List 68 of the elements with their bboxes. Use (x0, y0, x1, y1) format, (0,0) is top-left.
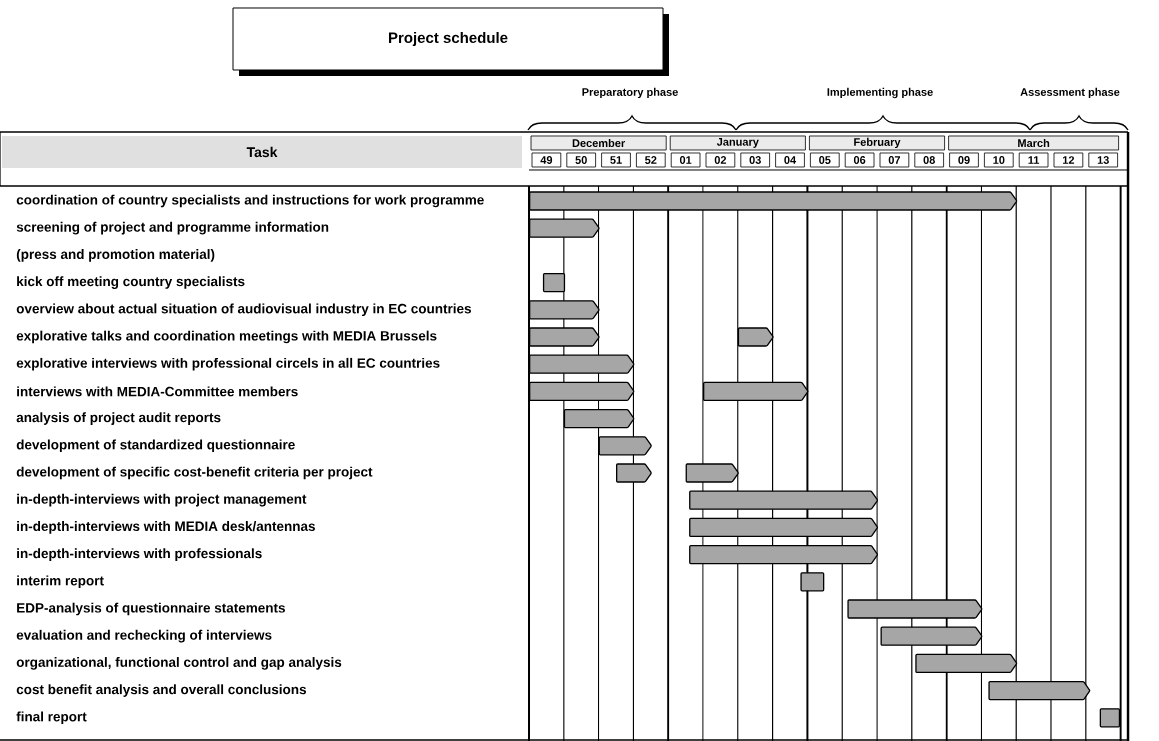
week-number: 04 (775, 152, 805, 168)
task-bar (800, 572, 825, 592)
week-number: 02 (705, 152, 736, 168)
month-header: December (530, 135, 667, 151)
task-bar (737, 327, 774, 347)
week-number: 12 (1053, 152, 1084, 168)
task-bar (529, 218, 600, 238)
task-name: EDP-analysis of questionnaire statements (17, 602, 285, 616)
task-bar (529, 300, 600, 320)
task-name: kick off meeting country specialists (17, 276, 245, 289)
task-name: interim report (17, 575, 104, 589)
week-number: 49 (531, 152, 562, 168)
task-bar (529, 381, 635, 402)
phase-label: Assessment phase (1020, 87, 1120, 99)
phase-label: Implementing phase (827, 87, 933, 99)
task-name: (press and promotion material) (16, 249, 215, 262)
task-bar (542, 272, 566, 293)
task-bar (915, 653, 1018, 674)
week-number: 08 (914, 152, 944, 168)
task-bar (689, 544, 878, 565)
phase-label: Preparatory phase (582, 87, 678, 99)
task-name: interviews with MEDIA-Committee members (17, 386, 298, 397)
task-bar (689, 517, 878, 538)
task-bar (685, 463, 739, 483)
title-box: Project schedule (232, 7, 669, 76)
week-number: 13 (1088, 152, 1118, 168)
task-bar (616, 463, 652, 483)
task-name: explorative talks and coordination meetings with MEDIA Brussels (16, 330, 437, 344)
month-header: January (669, 135, 806, 151)
week-number: 05 (810, 152, 840, 168)
task-name: in-depth-interviews with professionals (17, 548, 262, 561)
task-name: explorative interviews with professional circels in all EC countries (16, 357, 440, 371)
task-name: overview about actual situation of audiovisual industry in EC countries (16, 303, 471, 317)
task-bar (703, 381, 809, 402)
week-number: 07 (879, 152, 910, 168)
task-name: in-depth-interviews with project management (17, 493, 307, 507)
task-bar (689, 490, 878, 510)
task-bar (529, 327, 600, 347)
task-name: development of standardized questionnaire (16, 439, 295, 453)
week-number: 03 (740, 152, 770, 168)
task-bar (1099, 708, 1121, 728)
week-number: 50 (566, 152, 596, 168)
task-name: coordination of country specialists and instructions for work programme (16, 194, 484, 208)
week-number: 51 (601, 152, 631, 168)
task-bar (529, 191, 1018, 211)
task-name: in-depth-interviews with MEDIA desk/antennas (17, 521, 315, 534)
header-cell: Task (2, 136, 522, 168)
week-number: 06 (844, 152, 875, 168)
task-bar (988, 680, 1091, 701)
week-number: 09 (949, 152, 979, 168)
task-bar (598, 436, 652, 456)
task-name: organizational, functional control and gap analysis (16, 657, 342, 670)
task-name: evaluation and rechecking of interviews (16, 629, 272, 643)
task-name: analysis of project audit reports (16, 412, 221, 425)
week-number: 10 (984, 152, 1014, 168)
week-number: 01 (670, 152, 701, 168)
task-name: development of specific cost-benefit criteria per project (16, 466, 373, 480)
task-bar (880, 626, 983, 646)
task-bar (563, 408, 635, 429)
week-number: 52 (636, 152, 666, 168)
task-name: screening of project and programme information (16, 221, 329, 235)
task-name: final report (16, 711, 87, 725)
month-header: March (948, 135, 1119, 151)
task-bar (847, 599, 983, 619)
task-name: cost benefit analysis and overall conclusions (16, 684, 306, 697)
task-bar (529, 354, 635, 374)
month-header: February (809, 135, 945, 151)
week-number: 11 (1018, 152, 1049, 168)
